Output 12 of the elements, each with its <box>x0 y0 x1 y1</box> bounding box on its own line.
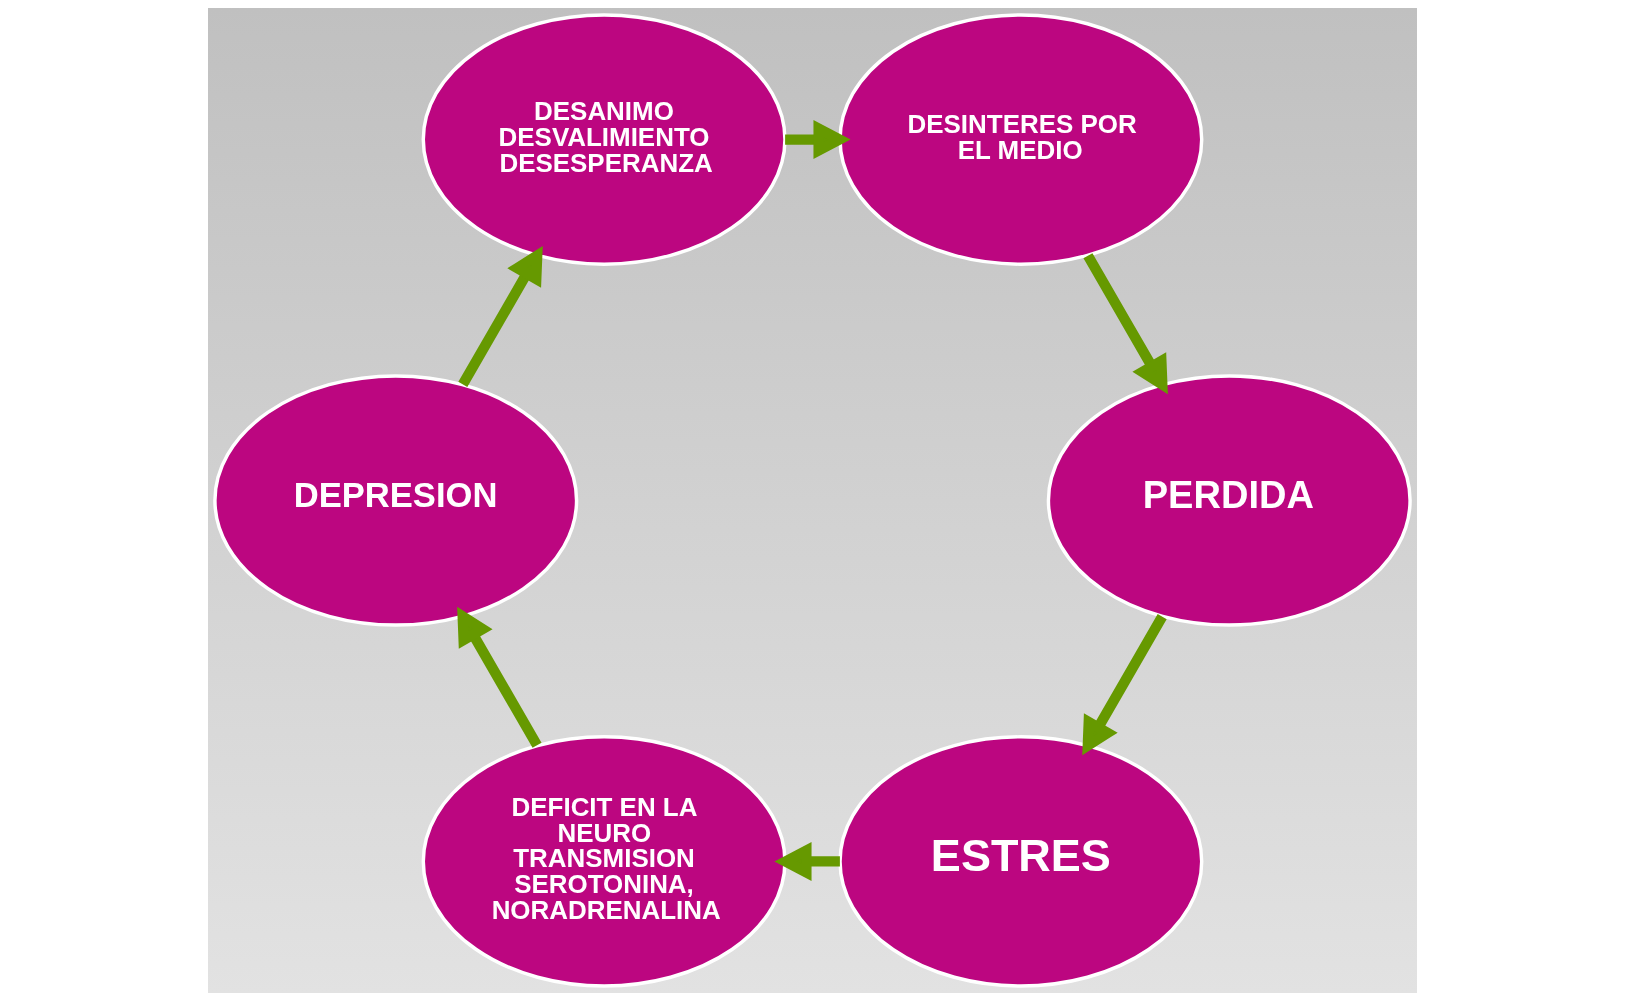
node-ellipse: DESINTERES POR EL MEDIO <box>838 13 1204 266</box>
node-ellipse: DEPRESION <box>213 374 579 627</box>
arrow <box>1083 253 1168 395</box>
arrow <box>774 841 840 881</box>
arrow <box>785 120 851 160</box>
arrow <box>458 245 543 387</box>
node-ellipse: DESANIMO DESVALIMIENTO DESESPERANZA <box>421 13 787 266</box>
node-ellipse: DEFICIT EN LA NEURO TRANSMISION SEROTONINA, NORADRENALINA <box>421 735 787 988</box>
node-ellipse: PERDIDA <box>1046 374 1412 627</box>
node-ellipse: ESTRES <box>838 735 1204 988</box>
arrow <box>457 606 542 748</box>
arrow <box>1082 614 1167 756</box>
